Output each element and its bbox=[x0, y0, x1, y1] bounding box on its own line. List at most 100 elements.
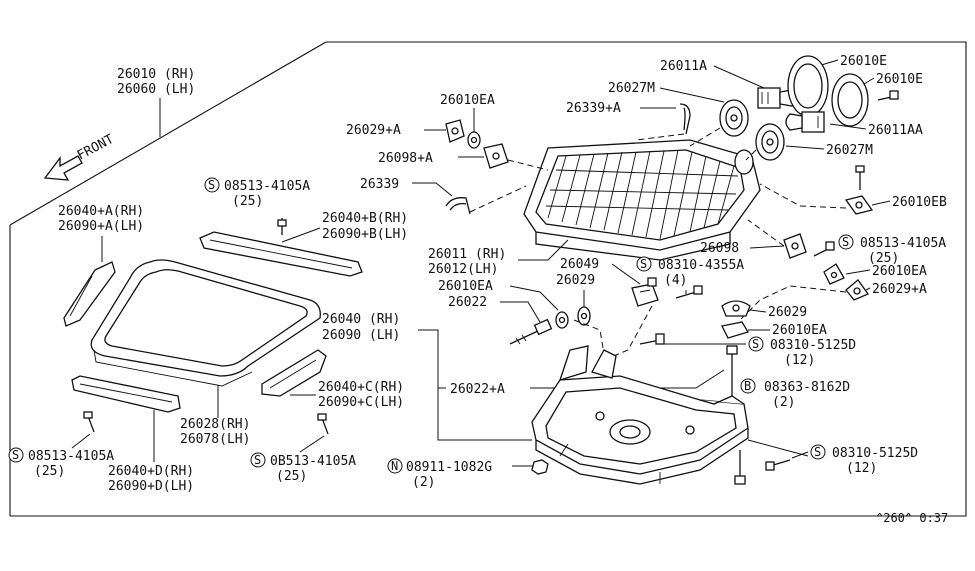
callout-08310-5125-bottom-part: 08310-5125D bbox=[832, 446, 918, 461]
front-label: FRONT bbox=[75, 132, 117, 164]
diagram-code: ^260^ 0:37 bbox=[876, 511, 948, 525]
callout-08310-5125-bottom-qty: (12) bbox=[846, 461, 877, 476]
bracket-26029-icon bbox=[721, 300, 751, 317]
callout-08363-part: 08363-8162D bbox=[764, 380, 850, 395]
callout-08911-part: 08911-1082G bbox=[406, 460, 492, 475]
nut-symbol: N bbox=[391, 459, 398, 473]
callout-26022a: 26022+A bbox=[450, 382, 505, 397]
callout-26339a: 26339+A bbox=[566, 101, 621, 116]
callout-26028-rh: 26028(RH) bbox=[180, 417, 250, 432]
callout-26027m-right: 26027M bbox=[826, 143, 873, 158]
callout-26339: 26339 bbox=[360, 177, 399, 192]
callout-08513-top-part: 08513-4105A bbox=[224, 179, 310, 194]
callout-26011aa: 26011AA bbox=[868, 123, 923, 138]
callout-26010e-1: 26010E bbox=[840, 54, 887, 69]
gasket-26010ea-icon bbox=[467, 131, 481, 149]
callout-26040-lh: 26090 (LH) bbox=[322, 328, 400, 343]
screw-symbol: S bbox=[208, 178, 215, 192]
callout-08513-mid-qty: (25) bbox=[276, 469, 307, 484]
screw-symbol: S bbox=[640, 257, 647, 271]
strip-26040d-icon bbox=[71, 375, 181, 413]
bulb-26011aa-icon bbox=[785, 111, 825, 133]
callout-08513-top-qty: (25) bbox=[232, 194, 263, 209]
screw-part-icon bbox=[675, 285, 703, 299]
bracket-26029a-icon bbox=[845, 279, 869, 301]
bracket-26029-icon bbox=[577, 306, 591, 326]
screw-symbol: S bbox=[12, 448, 19, 462]
callout-26010ea-top: 26010EA bbox=[440, 93, 495, 108]
callout-26029a-right: 26029+A bbox=[872, 282, 927, 297]
callout-26010ea-mid: 26010EA bbox=[438, 279, 493, 294]
callout-26029a-top: 26029+A bbox=[346, 123, 401, 138]
screw-symbol: S bbox=[254, 453, 261, 467]
callout-26010ea-right: 26010EA bbox=[872, 264, 927, 279]
cover-26010e-icon bbox=[787, 55, 829, 117]
socket-26027m-icon bbox=[755, 123, 785, 161]
screw-part-icon bbox=[639, 333, 665, 345]
cap-26098a-icon bbox=[483, 143, 509, 169]
callout-26010-lh: 26060 (LH) bbox=[117, 82, 195, 97]
callout-08513-right-qty: (25) bbox=[868, 251, 899, 266]
callout-26098: 26098 bbox=[700, 241, 739, 256]
callout-26040d-rh: 26040+D(RH) bbox=[108, 464, 194, 479]
callout-08911-qty: (2) bbox=[412, 475, 435, 490]
actuator-26049-icon bbox=[631, 277, 659, 307]
cap-26098-icon bbox=[783, 233, 807, 259]
callout-26011a: 26011A bbox=[660, 59, 707, 74]
wire-26339a-icon bbox=[679, 103, 691, 135]
callout-08310-5125-top-part: 08310-5125D bbox=[770, 338, 856, 353]
adjuster-26022a-icon bbox=[726, 345, 738, 398]
callout-26010eb: 26010EB bbox=[892, 195, 947, 210]
cover-26010e-icon bbox=[831, 73, 869, 127]
callout-26098a: 26098+A bbox=[378, 151, 433, 166]
headlamp-housing-icon bbox=[523, 139, 761, 261]
callout-26011-lh: 26012(LH) bbox=[428, 262, 498, 277]
callout-08310-5125-top-qty: (12) bbox=[784, 353, 815, 368]
screw-part-icon bbox=[317, 413, 329, 435]
callout-26010ea-low: 26010EA bbox=[772, 323, 827, 338]
callout-26040b-rh: 26040+B(RH) bbox=[322, 211, 408, 226]
front-arrow-icon bbox=[43, 155, 83, 181]
callout-26010e-2: 26010E bbox=[876, 72, 923, 87]
callout-26029-mid: 26029 bbox=[556, 273, 595, 288]
bracket-26040a-icon bbox=[63, 261, 116, 327]
screw-part-icon bbox=[765, 459, 791, 471]
callout-08513-right-part: 08513-4105A bbox=[860, 236, 946, 251]
callout-08513-left-part: 08513-4105A bbox=[28, 449, 114, 464]
gasket-26010ea-icon bbox=[823, 263, 845, 285]
nut-part-icon bbox=[531, 459, 549, 475]
socket-26027m-icon bbox=[719, 99, 749, 137]
wire-26339-icon bbox=[445, 197, 471, 215]
callout-26049: 26049 bbox=[560, 257, 599, 272]
callout-08513-left-qty: (25) bbox=[34, 464, 65, 479]
callout-26011-rh: 26011 (RH) bbox=[428, 247, 506, 262]
callout-26010-rh: 26010 (RH) bbox=[117, 67, 195, 82]
gasket-26010ea-icon bbox=[555, 311, 569, 329]
callout-26027m-top: 26027M bbox=[608, 81, 655, 96]
screw-part-icon bbox=[813, 241, 835, 257]
screw-part-icon bbox=[855, 165, 865, 190]
gasket-26010eb-icon bbox=[844, 195, 874, 215]
lens-26028-icon bbox=[90, 259, 321, 387]
callout-08513-mid-part: 0B513-4105A bbox=[270, 454, 356, 469]
callout-26040c-lh: 26090+C(LH) bbox=[318, 395, 404, 410]
callout-26040a-lh: 26090+A(LH) bbox=[58, 219, 144, 234]
callout-26040b-lh: 26090+B(LH) bbox=[322, 227, 408, 242]
callout-26040a-rh: 26040+A(RH) bbox=[58, 204, 144, 219]
bolt-symbol: B bbox=[744, 379, 751, 393]
screw-symbol: S bbox=[814, 445, 821, 459]
screw-part-icon bbox=[83, 411, 95, 433]
screw-part-icon bbox=[877, 90, 899, 101]
callout-08310-4355-part: 08310-4355A bbox=[658, 258, 744, 273]
callout-26022: 26022 bbox=[448, 295, 487, 310]
strip-26040b-icon bbox=[199, 231, 363, 277]
gasket-26010ea-icon bbox=[721, 321, 749, 339]
callout-26028-lh: 26078(LH) bbox=[180, 432, 250, 447]
bracket-26029a-icon bbox=[445, 119, 465, 143]
base-bracket-icon bbox=[531, 345, 749, 485]
adjuster-26022-icon bbox=[509, 318, 553, 345]
callout-26040-rh: 26040 (RH) bbox=[322, 312, 400, 327]
screw-part-icon bbox=[277, 218, 287, 235]
